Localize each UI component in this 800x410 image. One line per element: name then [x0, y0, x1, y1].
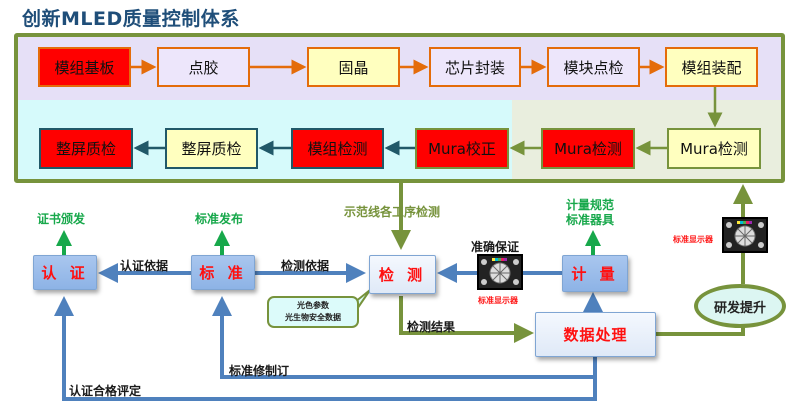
- label-metrology-spec-2: 标准器具: [566, 213, 615, 227]
- node-testing[interactable]: 检 测: [369, 255, 436, 294]
- step-screen-qc-final[interactable]: 整屏质检: [39, 128, 133, 169]
- label-test-result: 检测结果: [407, 320, 456, 334]
- callout-measurements: 光色参数 光生物安全数据: [267, 296, 359, 328]
- step-module-spot-check[interactable]: 模块点检: [547, 47, 640, 87]
- test-pattern-graphic: [479, 256, 521, 288]
- step-chip-packaging[interactable]: 芯片封装: [429, 47, 521, 87]
- test-pattern-monitor-icon: [722, 217, 768, 253]
- step-module-substrate[interactable]: 模组基板: [38, 47, 131, 87]
- step-mura-test[interactable]: Mura检测: [667, 128, 761, 169]
- test-pattern-monitor-icon: [477, 254, 523, 290]
- label-demo-line: 示范线各工序检测: [344, 205, 441, 219]
- step-module-assembly[interactable]: 模组装配: [665, 47, 758, 87]
- node-data-processing[interactable]: 数据处理: [535, 312, 656, 357]
- label-standard-release: 标准发布: [195, 212, 244, 226]
- test-pattern-graphic: [724, 219, 766, 251]
- label-cert-eval: 认证合格评定: [69, 384, 142, 398]
- label-std-display-2: 标准显示器: [673, 235, 713, 244]
- process-arrows: [131, 59, 723, 156]
- node-rnd[interactable]: 研发提升: [694, 284, 786, 328]
- page-title: 创新MLED质量控制体系: [22, 8, 240, 30]
- label-std-display-1: 标准显示器: [478, 296, 518, 305]
- arrow-test-result: [399, 296, 534, 343]
- callout-line-2: 光生物安全数据: [285, 313, 341, 322]
- callout-line-1: 光色参数: [297, 301, 329, 310]
- step-mura-correction[interactable]: Mura校正: [415, 128, 509, 169]
- step-die-bonding[interactable]: 固晶: [307, 47, 400, 87]
- label-metrology-spec-1: 计量规范: [566, 198, 615, 212]
- step-module-test[interactable]: 模组检测: [291, 128, 384, 169]
- node-standard[interactable]: 标 准: [191, 255, 255, 290]
- process-frame: 模组基板 点胶 固晶 芯片封装 模块点检 模组装配 整屏质检 整屏质检 模组检测…: [14, 33, 785, 183]
- label-accuracy: 准确保证: [471, 240, 520, 254]
- label-cert-basis: 认证依据: [120, 259, 169, 273]
- loop-cert-eval: [54, 296, 597, 401]
- line-to-rnd: [655, 328, 745, 336]
- label-cert-issue: 证书颁发: [37, 212, 86, 226]
- node-certification[interactable]: 认 证: [33, 255, 97, 290]
- loop-standard-revision: [212, 296, 597, 379]
- step-screen-qc[interactable]: 整屏质检: [165, 128, 258, 169]
- label-standard-revision: 标准修制订: [229, 364, 290, 378]
- label-test-basis: 检测依据: [281, 259, 330, 273]
- step-dispensing[interactable]: 点胶: [157, 47, 250, 87]
- node-metrology[interactable]: 计 量: [562, 255, 628, 292]
- step-mura-test-red[interactable]: Mura检测: [541, 128, 635, 169]
